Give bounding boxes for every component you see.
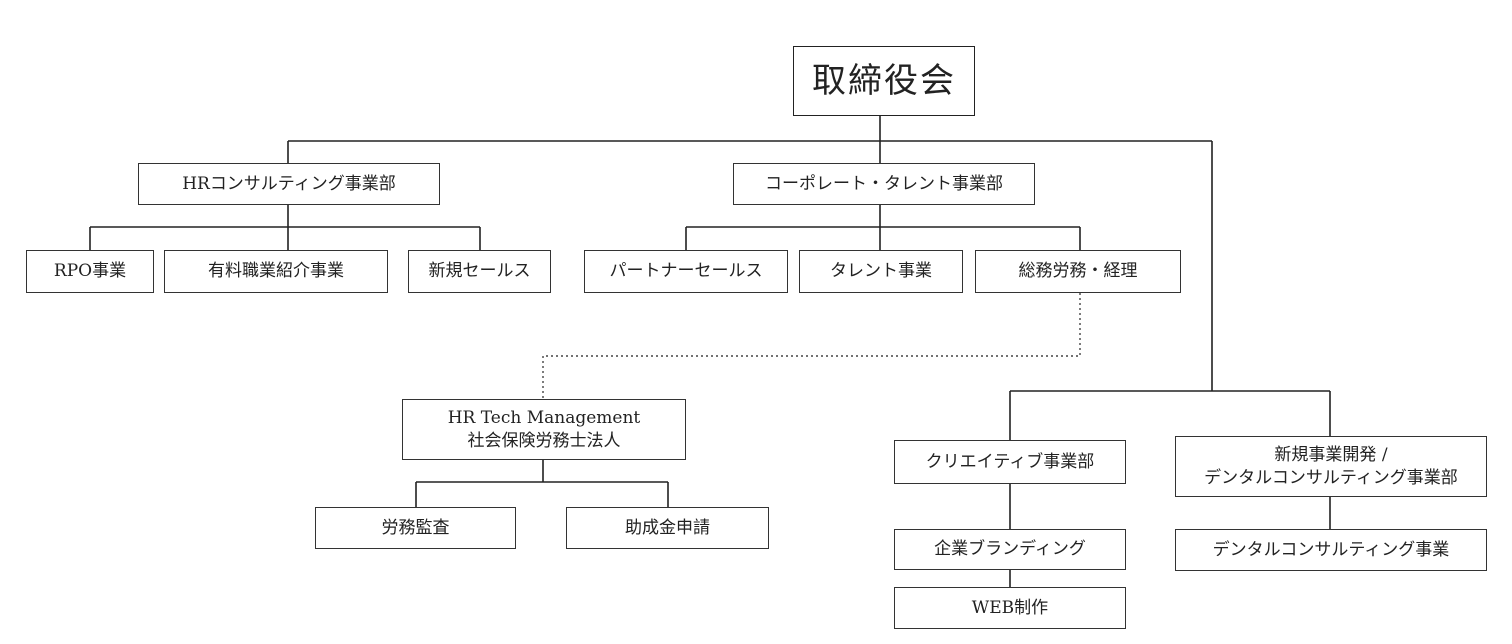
hr-tech-name-label: HR Tech Management xyxy=(447,408,641,429)
new-business-dental-division: 新規事業開発 / デンタルコンサルティング事業部 xyxy=(1175,436,1487,497)
general-affairs-accounting: 総務労務・経理 xyxy=(975,250,1181,293)
paid-placement-label: 有料職業紹介事業 xyxy=(208,261,344,282)
talent-business: タレント事業 xyxy=(799,250,963,293)
new-sales-label: 新規セールス xyxy=(428,261,531,282)
hr-tech-management: HR Tech Management 社会保険労務士法人 xyxy=(402,399,686,460)
rpo-business: RPO事業 xyxy=(26,250,154,293)
web-production-label: WEB制作 xyxy=(971,597,1049,618)
rpo-label: RPO事業 xyxy=(53,261,127,282)
hr-consulting-label: HRコンサルティング事業部 xyxy=(182,173,396,194)
board-of-directors-label: 取締役会 xyxy=(812,60,956,101)
dental-division-label: デンタルコンサルティング事業部 xyxy=(1204,467,1458,488)
hr-consulting-division: HRコンサルティング事業部 xyxy=(138,163,440,205)
subsidy-application: 助成金申請 xyxy=(566,507,769,549)
corporate-branding: 企業ブランディング xyxy=(894,529,1126,570)
partner-sales: パートナーセールス xyxy=(584,250,788,293)
dental-consulting-label: デンタルコンサルティング事業 xyxy=(1212,539,1450,560)
creative-division: クリエイティブ事業部 xyxy=(894,440,1126,484)
hr-tech-subtitle-label: 社会保険労務士法人 xyxy=(467,430,621,451)
dental-consulting-business: デンタルコンサルティング事業 xyxy=(1175,529,1487,571)
paid-placement-business: 有料職業紹介事業 xyxy=(164,250,388,293)
corporate-talent-label: コーポレート・タレント事業部 xyxy=(765,173,1003,194)
talent-business-label: タレント事業 xyxy=(830,261,932,282)
web-production: WEB制作 xyxy=(894,587,1126,629)
creative-label: クリエイティブ事業部 xyxy=(925,451,1095,472)
board-of-directors: 取締役会 xyxy=(793,46,975,116)
new-business-label: 新規事業開発 / xyxy=(1274,445,1388,466)
labor-audit-label: 労務監査 xyxy=(381,517,450,538)
partner-sales-label: パートナーセールス xyxy=(609,261,763,282)
general-affairs-label: 総務労務・経理 xyxy=(1018,261,1138,282)
corporate-branding-label: 企業ブランディング xyxy=(934,539,1086,560)
connector-dotted-hrtech xyxy=(542,293,1081,399)
new-sales: 新規セールス xyxy=(408,250,551,293)
labor-audit: 労務監査 xyxy=(315,507,516,549)
corporate-talent-division: コーポレート・タレント事業部 xyxy=(733,163,1035,205)
subsidy-label: 助成金申請 xyxy=(625,517,710,538)
